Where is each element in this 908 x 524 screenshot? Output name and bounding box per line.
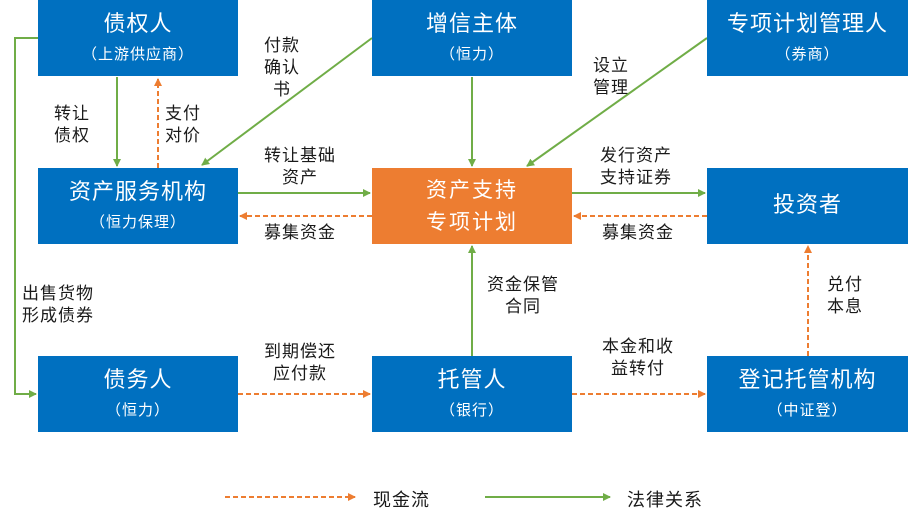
investor-box: 投资者 — [707, 168, 908, 244]
label-transfer-assets: 转让基础 资产 — [264, 145, 336, 189]
creditor-subtitle: （上游供应商） — [81, 45, 194, 63]
label-principal-transfer-line1: 本金和收 — [602, 337, 674, 357]
debtor-subtitle: （恒力） — [105, 401, 170, 419]
custodian-subtitle: （银行） — [439, 401, 504, 419]
label-transfer-assets-line2: 资产 — [282, 168, 318, 188]
label-establish-manage: 设立 管理 — [593, 55, 629, 99]
label-pay-consideration-line1: 支付 — [165, 104, 201, 124]
abs-plan-line2: 专项计划 — [426, 210, 518, 234]
label-redeem-interest-line1: 兑付 — [827, 275, 863, 295]
credit-enhancer-subtitle: （恒力） — [439, 45, 504, 63]
label-establish-manage-line1: 设立 — [593, 56, 629, 76]
label-custody-contract: 资金保管 合同 — [487, 274, 559, 318]
label-raise-funds-right: 募集资金 — [602, 223, 674, 243]
plan-manager-title: 专项计划管理人 — [726, 12, 888, 37]
servicer-title: 资产服务机构 — [68, 180, 207, 205]
label-payment-confirmation-line1: 付款 — [264, 36, 300, 56]
registrar-box: 登记托管机构 （中证登） — [707, 356, 908, 432]
label-sell-goods: 出售货物 形成债券 — [22, 283, 94, 327]
label-issue-securities: 发行资产 支持证券 — [600, 145, 672, 189]
label-transfer-claim-line1: 转让 — [54, 104, 90, 124]
credit-enhancer-title: 增信主体 — [425, 12, 518, 37]
label-transfer-claim-line2: 债权 — [54, 126, 90, 146]
arrow-sell-goods — [14, 37, 38, 398]
servicer-box: 资产服务机构 （恒力保理） — [38, 168, 238, 244]
custodian-title: 托管人 — [437, 368, 507, 393]
label-issue-securities-line2: 支持证券 — [600, 168, 672, 188]
servicer-subtitle: （恒力保理） — [89, 213, 186, 231]
label-redeem-interest-line2: 本息 — [827, 297, 863, 317]
label-custody-contract-line2: 合同 — [505, 297, 541, 317]
label-pay-consideration: 支付 对价 — [165, 103, 201, 147]
legend-legal-relation-label: 法律关系 — [627, 490, 703, 511]
debtor-title: 债务人 — [103, 368, 173, 393]
registrar-subtitle: （中证登） — [767, 401, 848, 419]
registrar-title: 登记托管机构 — [738, 368, 877, 393]
label-payment-confirmation-line2: 确认 — [264, 58, 300, 78]
investor-title: 投资者 — [772, 193, 842, 218]
custodian-box: 托管人 （银行） — [372, 356, 572, 432]
label-sell-goods-line2: 形成债券 — [22, 306, 94, 326]
label-redeem-interest: 兑付 本息 — [827, 274, 863, 318]
label-principal-transfer: 本金和收 益转付 — [602, 336, 674, 380]
label-maturity-payment: 到期偿还 应付款 — [264, 341, 336, 385]
label-sell-goods-line1: 出售货物 — [22, 284, 94, 304]
label-principal-transfer-line2: 益转付 — [611, 359, 665, 379]
label-raise-funds-left: 募集资金 — [264, 223, 336, 243]
legend-cash-flow-label: 现金流 — [373, 490, 430, 511]
label-custody-contract-line1: 资金保管 — [487, 275, 559, 295]
creditor-box: 债权人 （上游供应商） — [38, 0, 238, 76]
label-transfer-claim: 转让 债权 — [54, 103, 90, 147]
label-issue-securities-line1: 发行资产 — [600, 146, 672, 166]
abs-plan-box: 资产支持 专项计划 — [372, 168, 572, 244]
label-payment-confirmation-line3: 书 — [273, 80, 291, 100]
label-maturity-payment-line1: 到期偿还 — [264, 342, 336, 362]
plan-manager-subtitle: （券商） — [775, 45, 840, 63]
label-pay-consideration-line2: 对价 — [165, 126, 201, 146]
label-establish-manage-line2: 管理 — [593, 78, 629, 98]
abs-plan-line1: 资产支持 — [426, 178, 518, 202]
label-transfer-assets-line1: 转让基础 — [264, 146, 336, 166]
label-payment-confirmation: 付款 确认 书 — [264, 35, 300, 101]
plan-manager-box: 专项计划管理人 （券商） — [707, 0, 908, 76]
label-maturity-payment-line2: 应付款 — [273, 364, 327, 384]
credit-enhancer-box: 增信主体 （恒力） — [372, 0, 572, 76]
creditor-title: 债权人 — [103, 12, 173, 37]
debtor-box: 债务人 （恒力） — [38, 356, 238, 432]
